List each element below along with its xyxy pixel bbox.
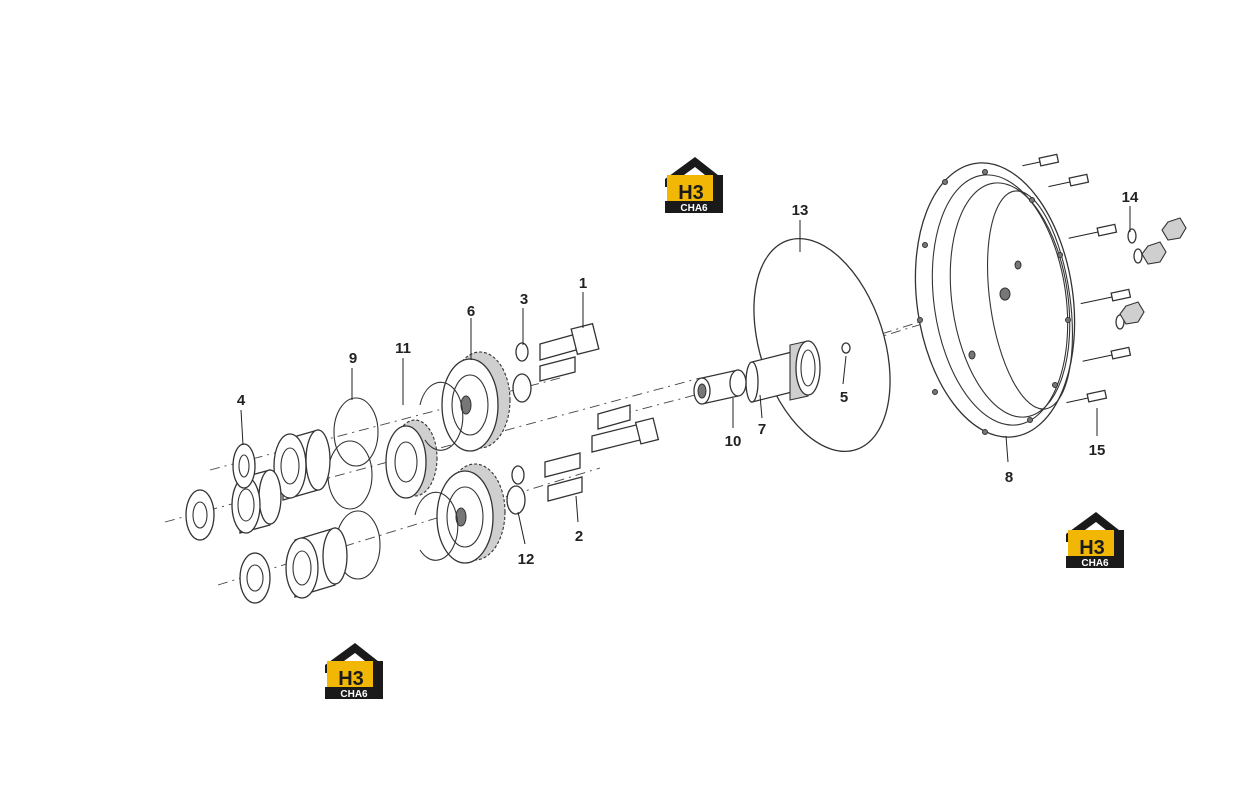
watermark-logo-right: H3 CHA6 [1066,512,1124,569]
callout-3: 3 [520,291,528,308]
callout-13: 13 [792,202,809,219]
callout-labels: 1 2 3 4 5 6 7 8 9 10 11 12 13 14 15 [237,189,1139,568]
housing-cover [914,162,1076,438]
shim-washers [185,443,271,604]
watermark-bottom-text: CHA6 [1081,558,1109,569]
callout-10: 10 [725,433,742,450]
snap-rings [414,381,464,561]
washers-and-nuts [1115,217,1187,330]
callout-9: 9 [349,350,357,367]
callout-7: 7 [758,421,766,438]
callout-12: 12 [518,551,535,568]
pinion-shaft [745,340,821,403]
watermark-top-text: H3 [1079,537,1105,559]
callout-1: 1 [579,275,587,292]
leader-lines [240,206,1131,545]
callout-14: 14 [1122,189,1139,206]
watermark-bottom-text: CHA6 [340,689,368,700]
intermediate-gear [385,419,438,499]
callout-2: 2 [575,528,583,545]
lower-bolt-assembly [506,404,660,515]
upper-bolt-assembly [512,322,600,403]
callout-15: 15 [1089,442,1106,459]
watermark-logo-top: H3 CHA6 [665,157,723,214]
spur-gear-upper [441,351,511,452]
watermark-bottom-text: CHA6 [680,203,708,214]
callout-4: 4 [237,392,246,409]
rim-holes [917,169,1071,435]
callout-6: 6 [467,303,475,320]
housing-bolts [1022,153,1132,404]
bushing [693,369,747,405]
bearing-upper [273,429,331,501]
small-pin [841,342,851,354]
watermark-top-text: H3 [338,668,364,690]
callout-5: 5 [840,389,848,406]
spur-gear-lower [436,463,506,564]
bearing-lower [285,527,348,599]
watermark-top-text: H3 [678,182,704,204]
watermark-logo-bottom: H3 CHA6 [325,643,383,700]
bearing-middle [231,469,282,534]
callout-8: 8 [1005,469,1013,486]
callout-11: 11 [395,340,411,357]
